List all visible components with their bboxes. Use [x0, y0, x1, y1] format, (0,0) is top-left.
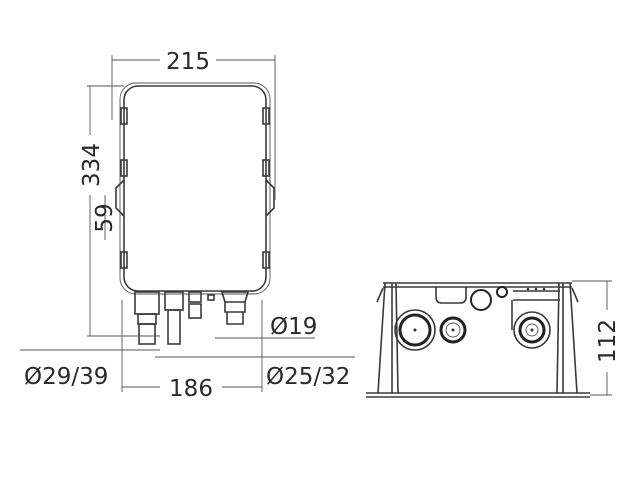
dimension-lines	[20, 55, 355, 392]
height-dimension-label: 334	[79, 143, 105, 187]
inlet-large-diameter-label: Ø29/39	[24, 364, 108, 390]
base-width-label: 186	[169, 376, 213, 402]
outlet-diameter-label: Ø19	[270, 314, 317, 340]
fittings	[134, 291, 250, 345]
port-circles	[394, 286, 551, 351]
bracket-dimension-label: 59	[92, 203, 118, 232]
side-view: 112	[366, 280, 621, 398]
side-height-dimension	[572, 280, 612, 396]
inlet-medium-diameter-label: Ø25/32	[266, 364, 350, 390]
side-clips	[115, 107, 275, 269]
front-view: 215 334 59 Ø19 Ø29/39 186 Ø25/32	[20, 49, 355, 402]
side-height-label: 112	[595, 319, 621, 363]
width-dimension-label: 215	[166, 49, 210, 75]
housing-outline	[123, 85, 267, 292]
